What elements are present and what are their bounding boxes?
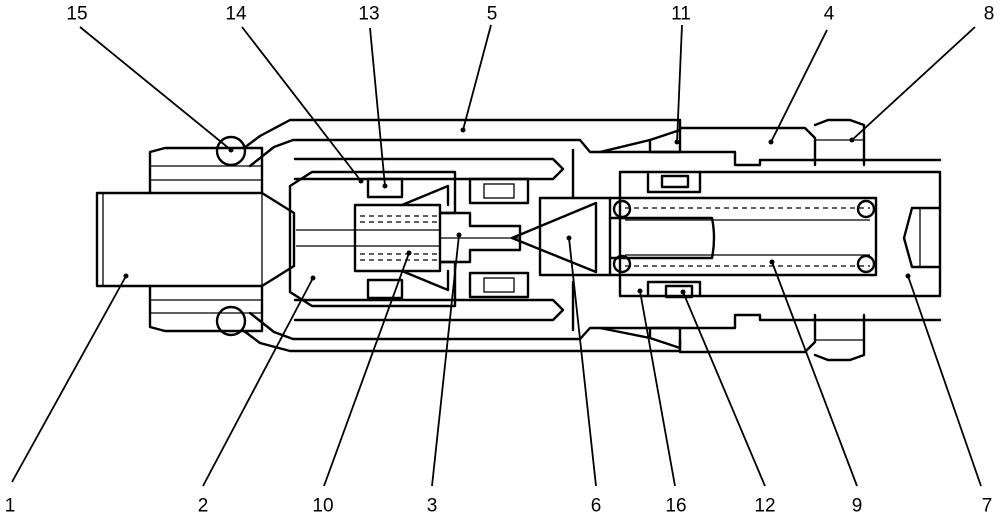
callout-7: 7	[982, 496, 993, 517]
callout-12: 12	[754, 496, 775, 517]
callout-6: 6	[591, 496, 602, 517]
inlet-fitting	[95, 146, 296, 333]
callout-2: 2	[198, 496, 209, 517]
callout-11: 11	[671, 4, 691, 25]
callout-9: 9	[852, 496, 863, 517]
callout-8: 8	[984, 4, 995, 25]
callout-16: 16	[665, 496, 686, 517]
callout-5: 5	[487, 4, 498, 25]
seal-ring	[646, 170, 702, 299]
piston-body	[288, 170, 530, 308]
outer-housing	[242, 118, 682, 353]
callout-4: 4	[824, 4, 835, 25]
o-ring-lower	[215, 305, 247, 337]
outlet-body	[618, 170, 942, 298]
o-ring-upper	[215, 135, 247, 167]
callout-1: 1	[5, 496, 16, 517]
callout-3: 3	[427, 496, 438, 517]
callout-13: 13	[358, 4, 379, 25]
poppet	[510, 196, 612, 277]
callout-labels: 15 14 13 5 11 4 8 1 2 10 3 6 16 12 9 7	[5, 4, 995, 517]
callout-14: 14	[225, 4, 247, 25]
guide-rod	[608, 196, 878, 277]
right-body	[598, 118, 942, 362]
callout-15: 15	[66, 4, 87, 25]
callout-10: 10	[312, 496, 333, 517]
leader-lines	[11, 24, 982, 487]
